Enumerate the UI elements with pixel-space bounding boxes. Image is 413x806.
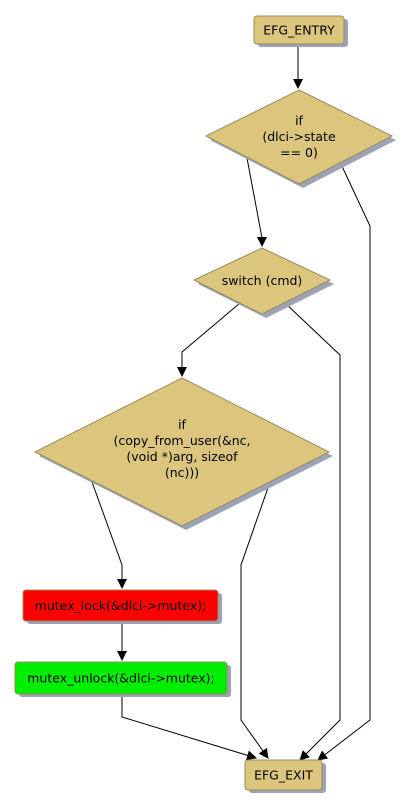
decision-copy-from-user-line-1: if	[178, 417, 186, 432]
decision-state-check-shape	[204, 89, 394, 185]
entry-node-box	[253, 15, 345, 45]
decision-switch-shape	[192, 247, 332, 315]
edge-if2-to-lock	[91, 481, 127, 589]
decision-switch-label: switch (cmd)	[222, 273, 303, 288]
edge-if1-to-switch	[246, 157, 267, 247]
mutex-lock-node: mutex_lock(&dlci->mutex);	[22, 589, 222, 624]
mutex-unlock-node: mutex_unlock(&dlci->mutex);	[14, 661, 231, 697]
mutex-unlock-label: mutex_unlock(&dlci->mutex);	[27, 671, 215, 686]
decision-state-check: if (dlci->state == 0)	[204, 89, 396, 188]
decision-switch: switch (cmd)	[192, 247, 334, 318]
decision-copy-from-user-shape	[33, 377, 331, 527]
decision-state-check-line-3: == 0)	[280, 145, 318, 160]
decision-copy-from-user-line-3: (void *)arg, sizeof	[126, 449, 238, 464]
exit-label: EFG_EXIT	[254, 768, 313, 783]
entry-label: EFG_ENTRY	[263, 23, 335, 38]
entry-node: EFG_ENTRY	[253, 15, 348, 47]
mutex-lock-label: mutex_lock(&dlci->mutex);	[35, 598, 207, 613]
mutex-unlock-box	[14, 661, 228, 695]
decision-state-check-line-1: if	[295, 113, 303, 128]
exit-node: EFG_EXIT	[244, 759, 326, 793]
edge-if2-to-exit	[240, 481, 271, 759]
mutex-lock-box	[22, 589, 219, 622]
edge-unlock-to-exit	[121, 694, 257, 761]
decision-copy-from-user-line-2: (copy_from_user(&nc,	[114, 433, 251, 448]
decision-copy-from-user-line-4: (nc)))	[165, 465, 199, 480]
edge-switch-to-if2	[177, 302, 241, 377]
exit-node-box	[244, 759, 323, 791]
edges	[91, 45, 371, 761]
edge-if1-to-exit	[317, 161, 371, 761]
decision-state-check-line-2: (dlci->state	[262, 129, 336, 144]
decision-copy-from-user: if (copy_from_user(&nc, (void *)arg, siz…	[33, 377, 333, 530]
edge-switch-to-exit	[284, 302, 341, 761]
